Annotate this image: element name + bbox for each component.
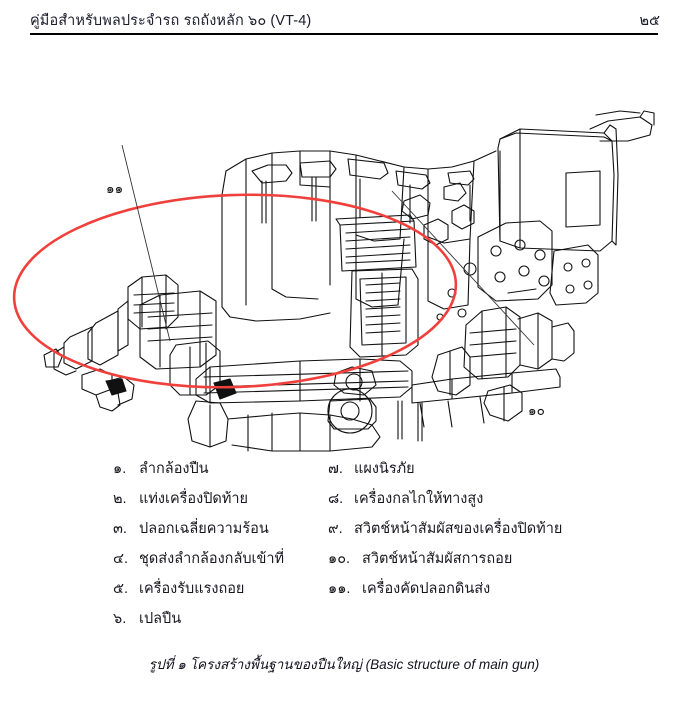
parts-legend: ๑. ลำกล้องปืน ๒. แท่งเครื่องปิดท้าย ๓. ป…	[0, 462, 688, 642]
part-name: ชุดส่งลำกล้องกลับเข้าที่	[139, 551, 285, 567]
callout-leader-lines	[121, 144, 535, 346]
part-name: ปลอกเฉลี่ยความร้อน	[139, 521, 269, 537]
part-number: ๔.	[113, 551, 129, 567]
main-gun-line-drawing	[43, 110, 655, 452]
part-name: สวิตช์หน้าสัมผัสการถอย	[362, 551, 513, 567]
part-number: ๘.	[328, 491, 344, 507]
part-name: เครื่องกลไกให้ทางสูง	[354, 491, 484, 507]
header-title: คู่มือสำหรับพลประจำรถ รถถังหลัก ๖๐ (VT-4…	[30, 13, 312, 29]
figure-illustration: ๑๑ ๑๐	[0, 55, 688, 455]
part-name: เครื่องรับแรงถอย	[139, 581, 245, 597]
list-item: ๑๐. สวิตช์หน้าสัมผัสการถอย	[328, 552, 658, 582]
part-name: ลำกล้องปืน	[139, 461, 209, 477]
part-number: ๙.	[328, 521, 343, 537]
callout-label-10: ๑๐	[528, 403, 545, 418]
part-number: ๕.	[113, 581, 129, 597]
callout-label-11: ๑๑	[106, 181, 124, 196]
list-item: ๑. ลำกล้องปืน	[113, 462, 328, 492]
list-item: ๗. แผงนิรภัย	[328, 462, 658, 492]
part-number: ๑.	[113, 461, 127, 477]
part-name: เปลปืน	[139, 611, 182, 627]
leader-line-11	[121, 144, 171, 342]
part-number: ๖.	[113, 611, 127, 627]
part-number: ๒.	[113, 491, 127, 507]
list-item: ๘. เครื่องกลไกให้ทางสูง	[328, 492, 658, 522]
page-header: คู่มือสำหรับพลประจำรถ รถถังหลัก ๖๐ (VT-4…	[0, 9, 688, 33]
part-number: ๓.	[113, 521, 127, 537]
part-name: สวิตช์หน้าสัมผัสของเครื่องปิดท้าย	[354, 521, 563, 537]
part-number: ๗.	[328, 461, 343, 477]
leader-line-10	[391, 190, 535, 346]
list-item: ๓. ปลอกเฉลี่ยความร้อน	[113, 522, 328, 552]
figure-caption: รูปที่ ๑ โครงสร้างพื้นฐานของปืนใหญ่ (Bas…	[148, 657, 540, 672]
part-name: เครื่องคัดปลอกดินส่ง	[362, 581, 491, 597]
list-item: ๖. เปลปืน	[113, 612, 328, 642]
part-number: ๑๑.	[328, 581, 351, 597]
list-item: ๙. สวิตช์หน้าสัมผัสของเครื่องปิดท้าย	[328, 522, 658, 552]
list-item: ๕. เครื่องรับแรงถอย	[113, 582, 328, 612]
list-item: ๑๑. เครื่องคัดปลอกดินส่ง	[328, 582, 658, 612]
list-item: ๒. แท่งเครื่องปิดท้าย	[113, 492, 328, 522]
parts-legend-right-column: ๗. แผงนิรภัย ๘. เครื่องกลไกให้ทางสูง ๙. …	[328, 462, 658, 612]
parts-legend-left-column: ๑. ลำกล้องปืน ๒. แท่งเครื่องปิดท้าย ๓. ป…	[113, 462, 328, 642]
page-number: ๒๕	[639, 13, 660, 29]
header-divider	[30, 33, 658, 35]
part-name: แท่งเครื่องปิดท้าย	[139, 491, 249, 507]
part-name: แผงนิรภัย	[354, 461, 415, 477]
list-item: ๔. ชุดส่งลำกล้องกลับเข้าที่	[113, 552, 328, 582]
red-highlight-ellipse	[12, 193, 458, 389]
part-number: ๑๐.	[328, 551, 351, 567]
